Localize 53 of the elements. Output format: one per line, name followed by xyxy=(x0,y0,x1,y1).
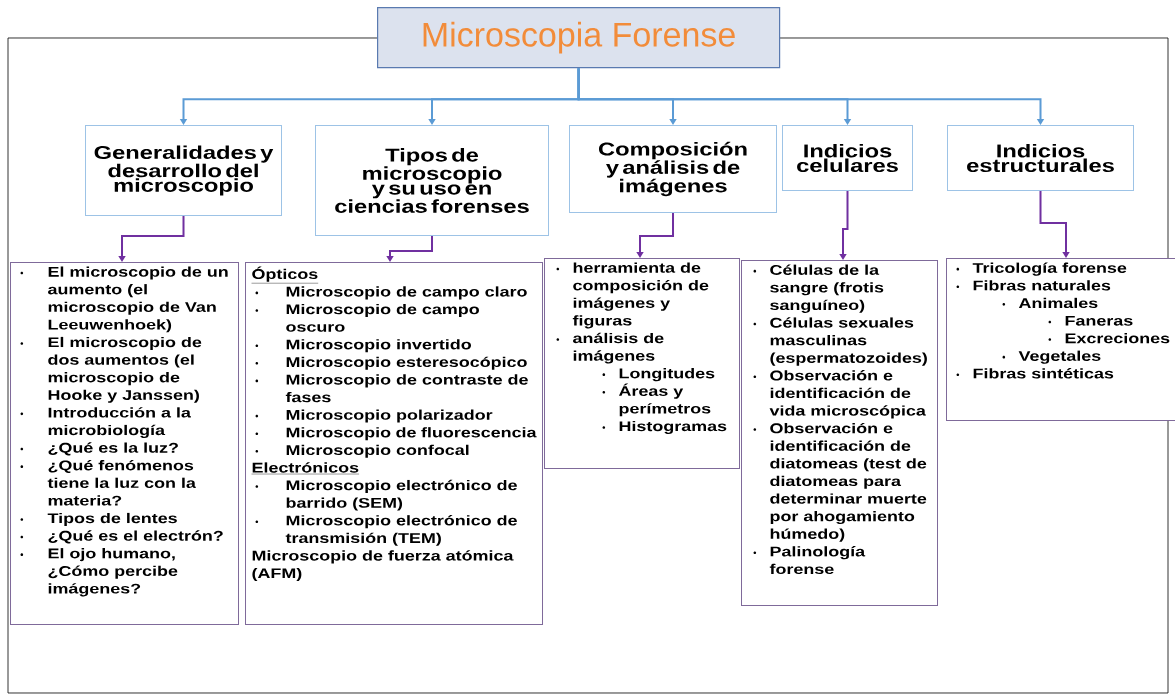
section-heading: Microscopio de fuerza atómica (AFM) xyxy=(252,550,514,581)
connector-arrow xyxy=(386,235,433,262)
bullet-item: ¿Qué fenómenos tiene la luz con la materia? xyxy=(20,459,196,506)
topic-box: Indicios celulares xyxy=(782,125,913,191)
bullet-item: Células sexuales masculinas (espermatozoides) xyxy=(753,317,927,366)
section-heading: Ópticos xyxy=(251,266,319,284)
bullet-item: El ojo humano, ¿Cómo percibe imágenes? xyxy=(20,548,178,597)
bullet-item: Longitudes xyxy=(602,368,715,382)
bullet-item: Observación e identificación de diatomeas (test de diatomeas para determinar muerte por ahogamiento húmedo) xyxy=(753,422,927,542)
bullet-item: Fibras naturales xyxy=(956,280,1111,291)
bullet-item: El microscopio de un aumento (el microscopio de Van Leeuwenhoek) xyxy=(20,266,228,333)
connector-arrow xyxy=(839,190,849,260)
bullet-item: Microscopio esteresocópico xyxy=(255,356,527,370)
bullet-item: Faneras xyxy=(1048,315,1133,326)
bullet-item: Células de la sangre (frotis sanguíneo) xyxy=(753,264,884,313)
bullet-item: Vegetales xyxy=(1002,350,1101,364)
bullet-item: Histogramas xyxy=(602,420,727,434)
list-box xyxy=(946,258,1175,421)
bullet-item: Microscopio de contraste de fases xyxy=(255,374,528,403)
connector-arrow xyxy=(636,212,674,258)
bullet-item: análisis de imágenes xyxy=(556,332,664,364)
bullet-item: ¿Qué es la luz? xyxy=(20,442,178,456)
topic-box: Composición y análisis de imágenes xyxy=(569,125,777,213)
bullet-item: Fibras sintéticas xyxy=(956,368,1114,379)
bullet-item: Tipos de lentes xyxy=(20,512,177,526)
list-box xyxy=(741,260,938,606)
bullet-item: Microscopio de campo oscuro xyxy=(255,303,479,332)
list-box xyxy=(544,258,740,469)
list-box xyxy=(10,262,239,625)
connector-arrow xyxy=(577,67,1045,125)
bullet-item: Microscopio invertido xyxy=(255,339,471,353)
bullet-item: Observación e identificación de vida microscópica xyxy=(753,370,926,419)
bullet-item: El microscopio de dos aumentos (el microscopio de Hooke y Janssen) xyxy=(20,336,202,403)
title-box: Microscopia Forense xyxy=(377,7,781,69)
bullet-item: Introducción a la microbiología xyxy=(20,407,191,438)
bullet-item: Tricología forense xyxy=(956,262,1127,276)
topic-box: Generalidades y desarrollo del microscopio xyxy=(85,125,282,216)
bullet-item: Microscopio confocal xyxy=(255,444,469,458)
bullet-item: Áreas y perímetros xyxy=(602,383,711,417)
topic-box: Tipos de microscopio y su uso en ciencias forenses xyxy=(315,125,549,236)
bullet-item: Microscopio polarizador xyxy=(255,409,493,423)
connector-arrow xyxy=(118,215,185,262)
bullet-item: Microscopio electrónico de barrido (SEM) xyxy=(255,479,517,511)
bullet-item: Microscopio de campo claro xyxy=(255,286,527,300)
bullet-item: Microscopio de fluorescencia xyxy=(255,427,537,441)
bullet-item: Excreciones xyxy=(1048,333,1170,344)
section-heading: Electrónicos xyxy=(251,462,360,475)
bullet-item: Animales xyxy=(1002,297,1098,309)
bullet-item: Palinología forense xyxy=(753,546,866,575)
bullet-item: ¿Qué es el electrón? xyxy=(20,530,223,544)
bullet-item: Microscopio electrónico de transmisión (TEM) xyxy=(255,515,517,546)
topic-box: Indicios estructurales xyxy=(947,125,1134,191)
connector-arrow xyxy=(1039,190,1070,258)
